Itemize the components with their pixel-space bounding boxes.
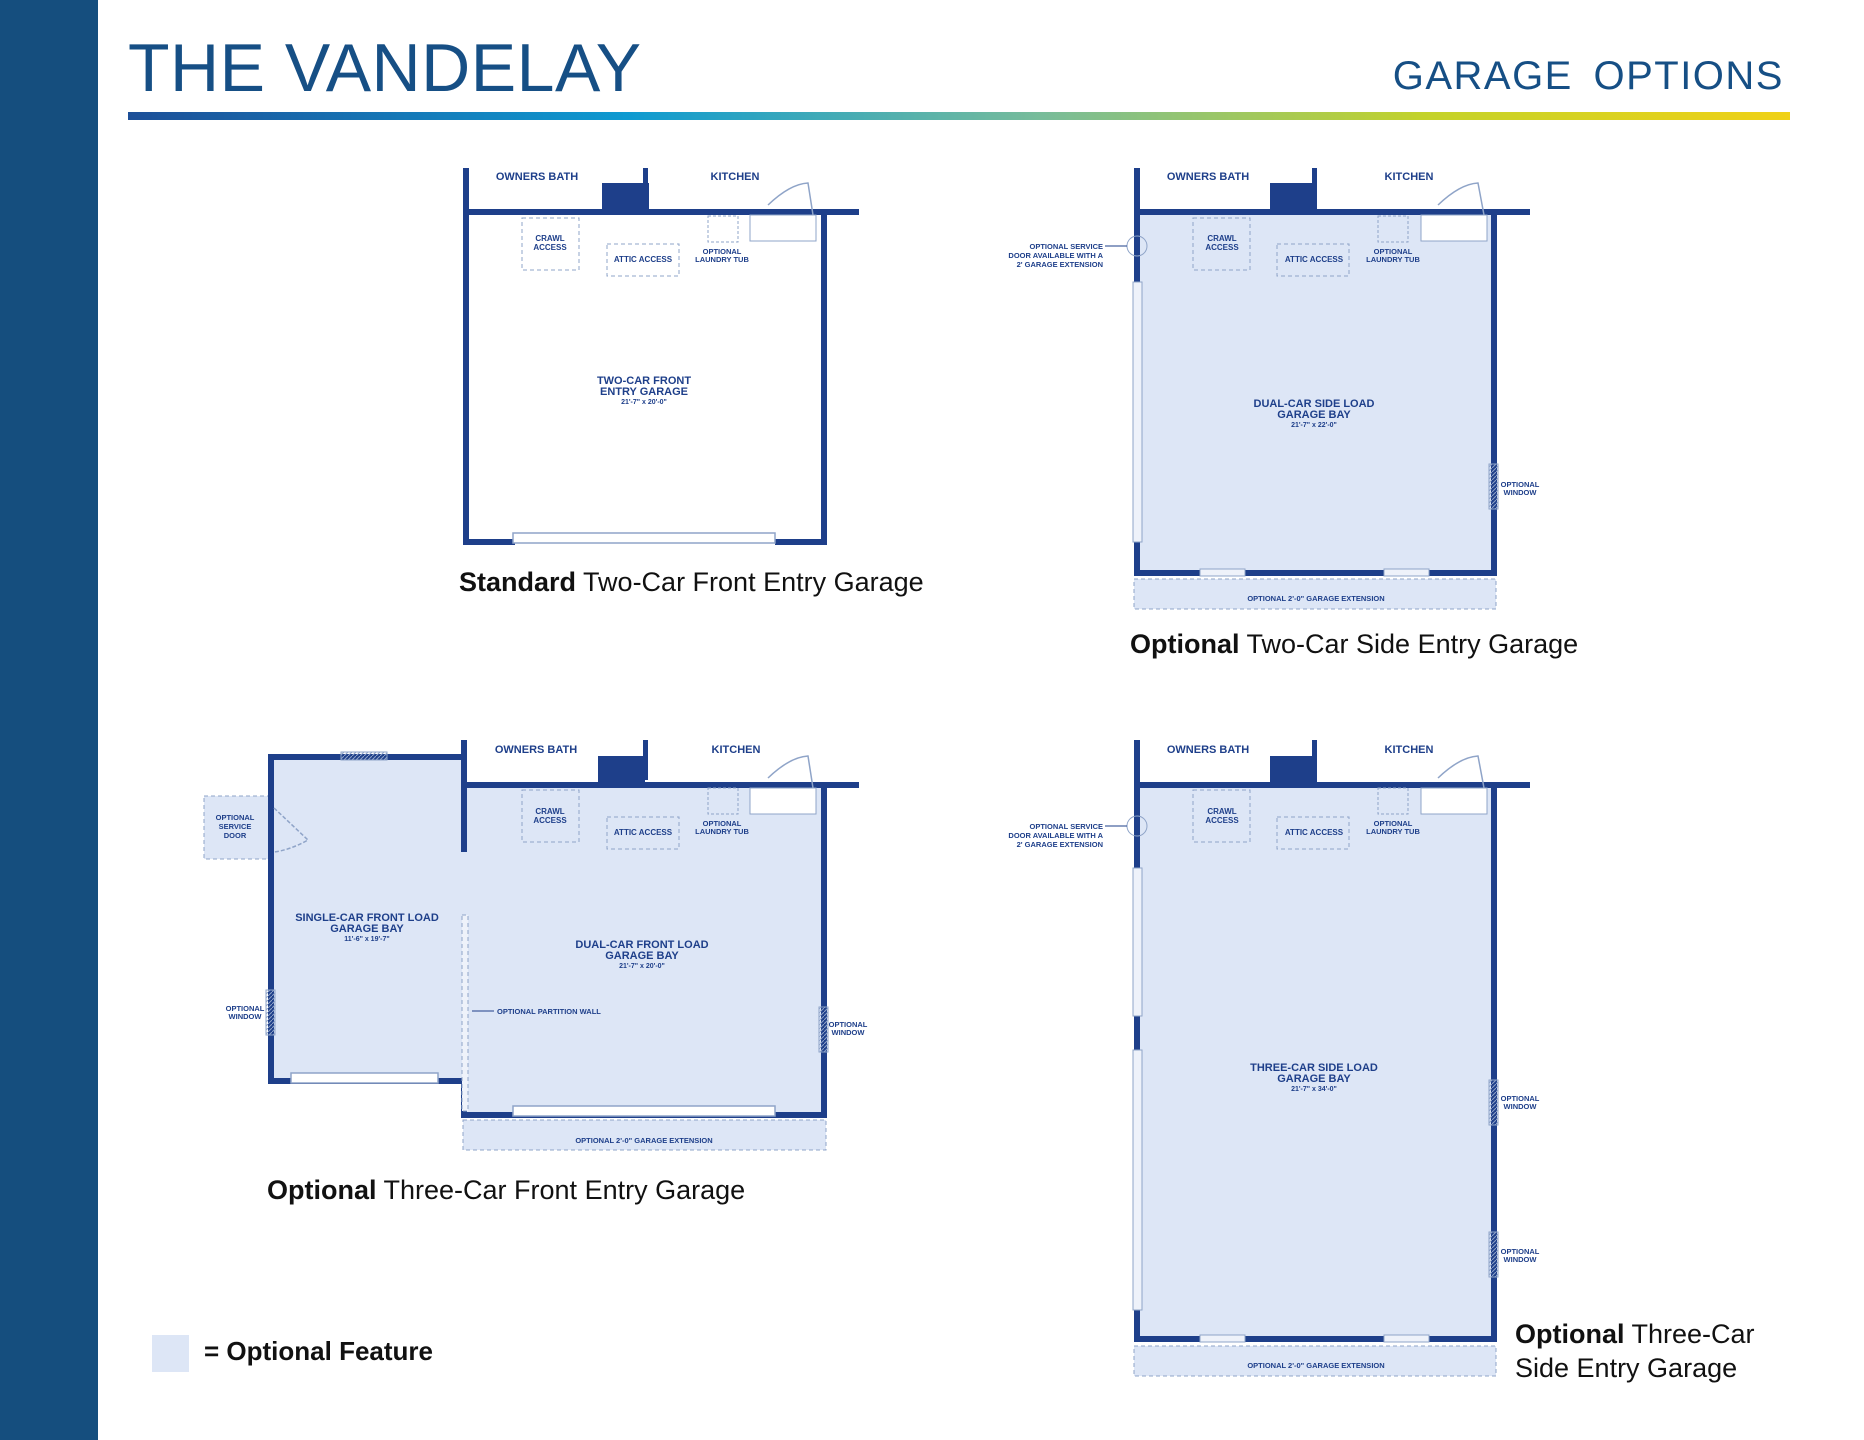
- plan-three-car-side: OWNERS BATH KITCHEN CRAWL ACCESS ATTIC A…: [1008, 740, 1540, 1377]
- plan4-service-door-label-2: DOOR AVAILABLE WITH A: [1008, 831, 1103, 840]
- plan4-attic-label: ATTIC ACCESS: [1285, 828, 1344, 837]
- caption-two-car-side: Optional Two-Car Side Entry Garage: [1130, 628, 1578, 662]
- plan3-dual-bay-label-1: DUAL-CAR FRONT LOAD: [575, 939, 708, 951]
- plan3-dual-bay-dimensions: 21'-7" x 20'-0": [619, 963, 665, 970]
- plan3-service-door-label-2: SERVICE: [219, 822, 252, 831]
- plan4-service-door-label-1: OPTIONAL SERVICE: [1030, 822, 1104, 831]
- plan4-room-dimensions: 21'-7" x 34'-0": [1291, 1086, 1337, 1093]
- plan2-service-door-label-2: DOOR AVAILABLE WITH A: [1008, 251, 1103, 260]
- plan2-service-door-label-1: OPTIONAL SERVICE: [1030, 242, 1104, 251]
- plan4-room-label-1: THREE-CAR SIDE LOAD: [1250, 1062, 1378, 1074]
- plan2-window-label-1: OPTIONAL: [1501, 480, 1540, 489]
- plan-standard-two-car: OWNERS BATH KITCHEN CRAWL ACCESS ATTIC A…: [463, 168, 859, 545]
- plan1-owners-bath-label: OWNERS BATH: [496, 171, 578, 183]
- plan3-window-right-label-2: WINDOW: [832, 1028, 866, 1037]
- plan3-window-left-label-1: OPTIONAL: [226, 1004, 265, 1013]
- plan1-room-label-2: ENTRY GARAGE: [600, 386, 688, 398]
- plan4-owners-bath-label: OWNERS BATH: [1167, 744, 1249, 756]
- plan2-crawl-label-1: CRAWL: [1207, 234, 1236, 243]
- plan1-crawl-label-1: CRAWL: [535, 234, 564, 243]
- plan4-window-a-label-1: OPTIONAL: [1501, 1094, 1540, 1103]
- plan3-kitchen-label: KITCHEN: [712, 744, 761, 756]
- plan2-room-label-2: GARAGE BAY: [1277, 409, 1351, 421]
- gradient-rule: [128, 112, 1790, 120]
- plan1-attic-label: ATTIC ACCESS: [614, 255, 673, 264]
- legend-text: = Optional Feature: [204, 1336, 433, 1366]
- plan-two-car-side: OWNERS BATH KITCHEN CRAWL ACCESS ATTIC A…: [1008, 168, 1540, 610]
- caption-three-car-front-rest: Three-Car Front Entry Garage: [376, 1175, 746, 1205]
- plan2-service-door-label-3: 2' GARAGE EXTENSION: [1017, 260, 1103, 269]
- plan-three-car-front: OWNERS BATH KITCHEN CRAWL ACCESS ATTIC A…: [203, 740, 868, 1151]
- plan4-window-b-label-1: OPTIONAL: [1501, 1247, 1540, 1256]
- legend-swatch: [152, 1335, 189, 1372]
- plan4-crawl-label-1: CRAWL: [1207, 807, 1236, 816]
- side-bar: [0, 0, 98, 1440]
- plan3-crawl-label-1: CRAWL: [535, 807, 564, 816]
- plan1-room-label-1: TWO-CAR FRONT: [597, 375, 691, 387]
- caption-standard-two-car: Standard Two-Car Front Entry Garage: [459, 566, 924, 600]
- page-subtitle: GARAGE OPTIONS: [1392, 54, 1784, 98]
- plan2-extension-label: OPTIONAL 2'-0" GARAGE EXTENSION: [1247, 594, 1384, 603]
- plan1-kitchen-label: KITCHEN: [711, 171, 760, 183]
- plan2-room-dimensions: 21'-7" x 22'-0": [1291, 422, 1337, 429]
- plan1-crawl-label-2: ACCESS: [533, 243, 567, 252]
- plan3-attic-label: ATTIC ACCESS: [614, 828, 673, 837]
- plan3-crawl-label-2: ACCESS: [533, 816, 567, 825]
- caption-two-car-side-bold: Optional: [1130, 629, 1240, 659]
- plan3-owners-bath-label: OWNERS BATH: [495, 744, 577, 756]
- caption-three-car-front: Optional Three-Car Front Entry Garage: [267, 1174, 745, 1208]
- plan2-room-label-1: DUAL-CAR SIDE LOAD: [1254, 398, 1375, 410]
- plan3-dual-bay-label-2: GARAGE BAY: [605, 950, 679, 962]
- plan4-kitchen-label: KITCHEN: [1385, 744, 1434, 756]
- page-title: THE VANDELAY: [128, 30, 642, 106]
- plan4-service-door-label-3: 2' GARAGE EXTENSION: [1017, 840, 1103, 849]
- plan3-partition-label: OPTIONAL PARTITION WALL: [497, 1007, 601, 1016]
- plan3-service-door-label-1: OPTIONAL: [216, 813, 255, 822]
- plan4-window-b-label-2: WINDOW: [1504, 1255, 1538, 1264]
- plan1-tub-label-1: OPTIONAL: [703, 247, 742, 256]
- plan2-tub-label-1: OPTIONAL: [1374, 247, 1413, 256]
- plan3-window-right-label-1: OPTIONAL: [829, 1020, 868, 1029]
- plan2-attic-label: ATTIC ACCESS: [1285, 255, 1344, 264]
- plan2-owners-bath-label: OWNERS BATH: [1167, 171, 1249, 183]
- plan3-extension-label: OPTIONAL 2'-0" GARAGE EXTENSION: [575, 1136, 712, 1145]
- plan4-extension-label: OPTIONAL 2'-0" GARAGE EXTENSION: [1247, 1361, 1384, 1370]
- plan3-service-door-label-3: DOOR: [224, 831, 247, 840]
- plan3-window-left-label-2: WINDOW: [229, 1012, 263, 1021]
- plan1-room-dimensions: 21'-7" x 20'-0": [621, 399, 667, 406]
- caption-three-car-side: Optional Three-Car Side Entry Garage: [1515, 1318, 1775, 1386]
- plan2-crawl-label-2: ACCESS: [1205, 243, 1239, 252]
- caption-two-car-side-rest: Two-Car Side Entry Garage: [1239, 629, 1579, 659]
- plan4-tub-label-1: OPTIONAL: [1374, 819, 1413, 828]
- plan3-tub-label-2: LAUNDRY TUB: [695, 827, 749, 836]
- plan2-kitchen-label: KITCHEN: [1385, 171, 1434, 183]
- plan4-crawl-label-2: ACCESS: [1205, 816, 1239, 825]
- plan4-window-a-label-2: WINDOW: [1504, 1102, 1538, 1111]
- plan2-window-label-2: WINDOW: [1504, 488, 1538, 497]
- caption-three-car-side-bold: Optional: [1515, 1319, 1625, 1349]
- caption-standard-two-car-rest: Two-Car Front Entry Garage: [576, 567, 924, 597]
- caption-three-car-side-rest: Three-Car Side Entry Garage: [1515, 1319, 1755, 1383]
- plan4-tub-label-2: LAUNDRY TUB: [1366, 827, 1420, 836]
- plan3-single-bay-label-2: GARAGE BAY: [330, 923, 404, 935]
- caption-standard-two-car-bold: Standard: [459, 567, 577, 597]
- plan3-tub-label-1: OPTIONAL: [703, 819, 742, 828]
- plan3-single-bay-label-1: SINGLE-CAR FRONT LOAD: [295, 912, 439, 924]
- plan2-tub-label-2: LAUNDRY TUB: [1366, 255, 1420, 264]
- plan3-single-bay-dimensions: 11'-6" x 19'-7": [344, 936, 389, 943]
- plan4-room-label-2: GARAGE BAY: [1277, 1073, 1351, 1085]
- plan1-tub-label-2: LAUNDRY TUB: [695, 255, 749, 264]
- caption-three-car-front-bold: Optional: [267, 1175, 377, 1205]
